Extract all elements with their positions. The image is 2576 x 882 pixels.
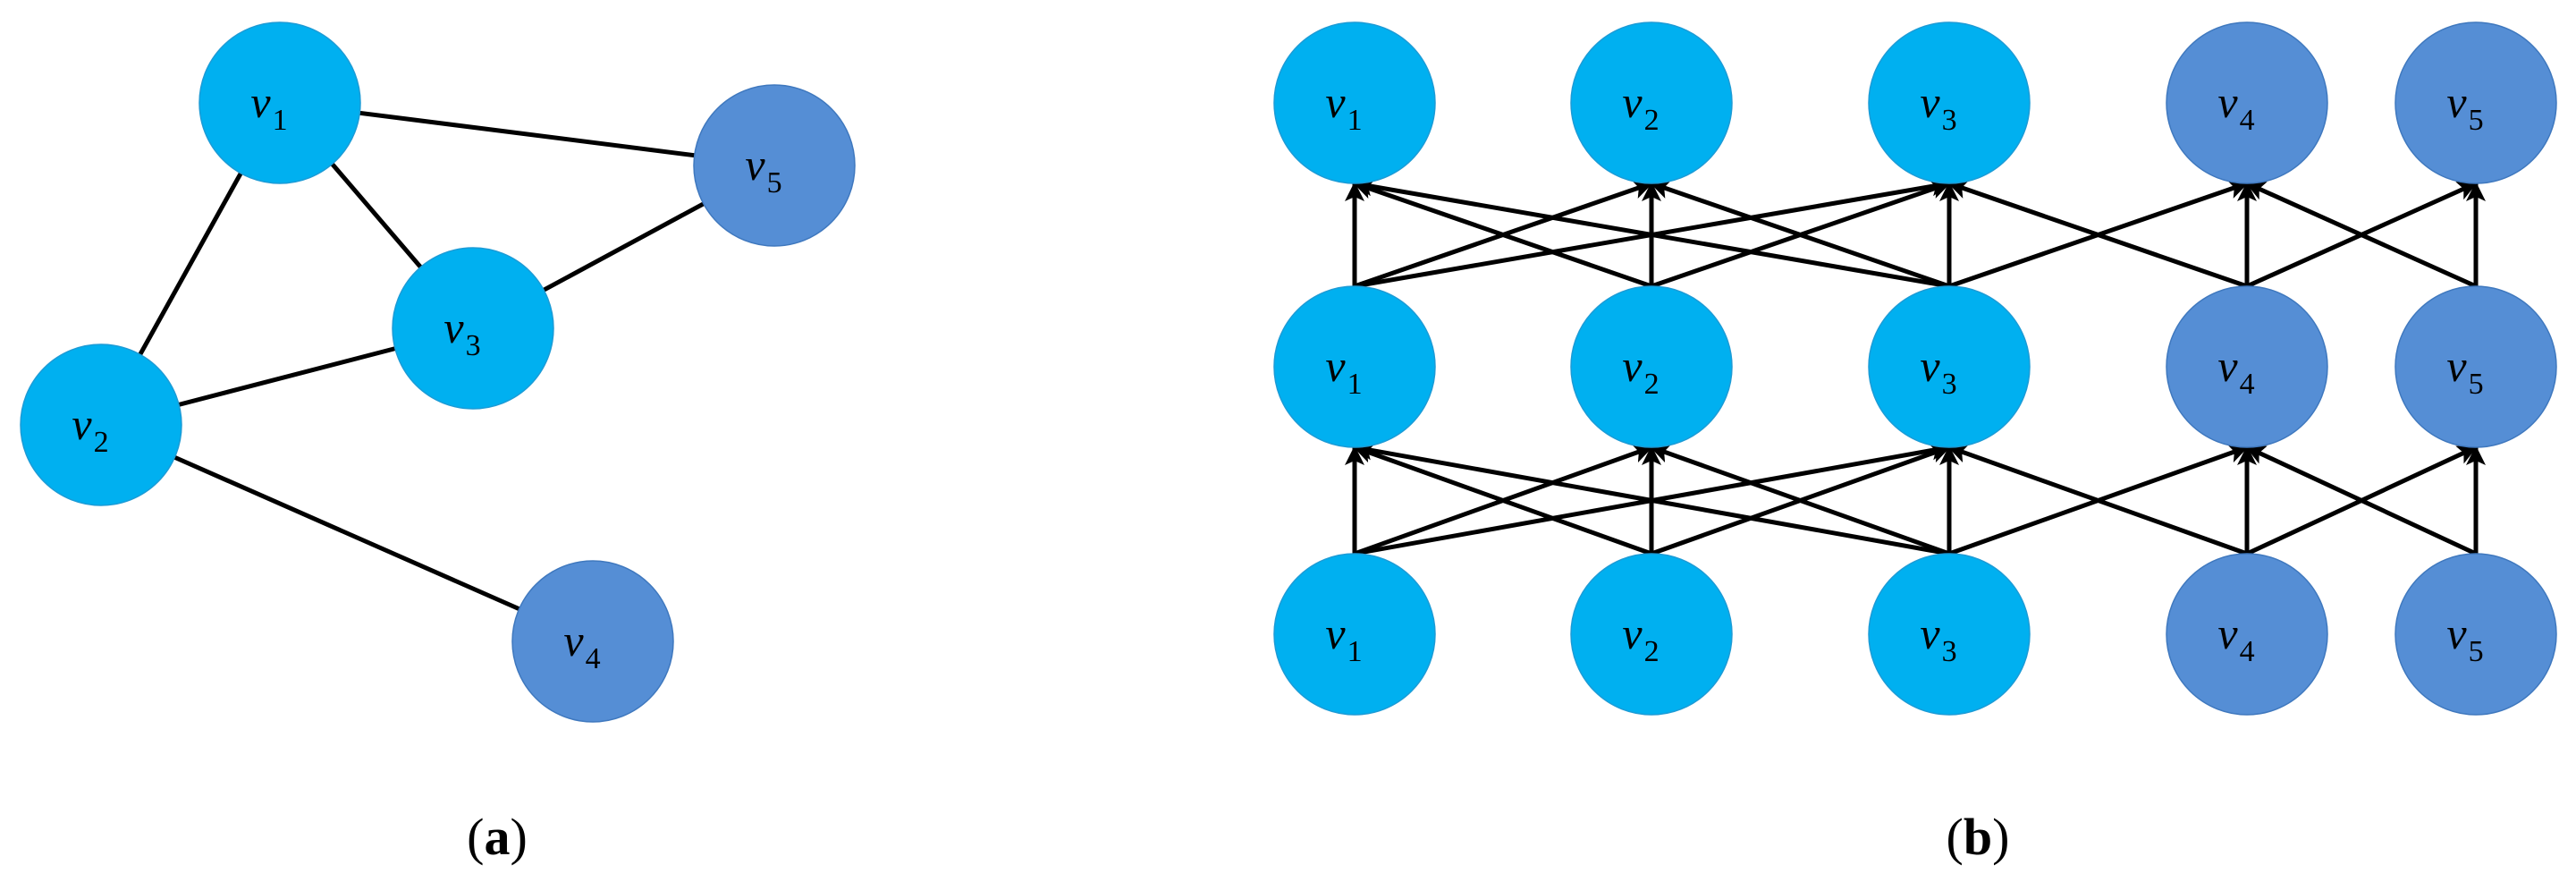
panel-b-layer1-node-circle-v2 <box>1570 285 1733 448</box>
panel-b-arrow-L0-v5-to-v4 <box>2245 445 2478 556</box>
panel-b-layer2-node-v1: v1 <box>1273 21 1436 184</box>
panel-a-graph: v1 v2 v3 v4 v5 (a) <box>20 21 856 866</box>
panel-b-arrow-L0-v2-to-v1 <box>1353 444 1652 556</box>
panel-b-layer0-node-label-v2: v2 <box>1622 608 1659 668</box>
panel-b-layer0-node-v3: v3 <box>1868 553 2031 716</box>
panel-b-layer2-node-v3: v3 <box>1868 21 2031 184</box>
panel-b-layer1-node-v1: v1 <box>1273 285 1436 448</box>
panel-a-node-circle-v3 <box>392 247 554 410</box>
panel-b-layer0-node-circle-v2 <box>1570 553 1733 716</box>
panel-b-layer1-node-v2: v2 <box>1570 285 1733 448</box>
panel-b-arrow-L1-v3-to-v1 <box>1353 176 1950 289</box>
panel-a-node-label-v4: v4 <box>563 615 600 675</box>
panel-a-node-circle-v2 <box>20 343 182 506</box>
panel-b-layer0-node-label-v3: v3 <box>1920 608 1956 668</box>
panel-a-node-v3: v3 <box>392 247 554 410</box>
panel-a-edge-v3-v5 <box>543 201 705 293</box>
panel-b-layer0-node-v2: v2 <box>1570 553 1733 716</box>
panel-a-node-circle-v5 <box>693 84 856 247</box>
panel-b-arrow-L1-v3-to-v2 <box>1650 180 1950 289</box>
panel-b-layered-graph: v1 v2 v3 v4 v5 v1 v2 v3 v4 v5 v1 v2 v3 v4 v5 (b) <box>1273 21 2557 866</box>
panel-a-edge-v1-v2 <box>138 172 243 356</box>
panel-b-layer1-node-circle-v5 <box>2394 285 2557 448</box>
panel-a-node-v5: v5 <box>693 84 856 247</box>
panel-b-arrow-L1-v2-to-v1 <box>1353 180 1652 289</box>
panel-b-layer2-node-circle-v4 <box>2166 21 2328 184</box>
panel-a-edges <box>138 110 705 612</box>
panel-b-layer1-node-label-v3: v3 <box>1920 341 1956 401</box>
panel-b-arrow-L1-v4-to-v3 <box>1947 180 2248 289</box>
panel-b-layer0-node-circle-v1 <box>1273 553 1436 716</box>
panel-b-edges <box>1345 176 2486 556</box>
panel-b-layer1-node-v4: v4 <box>2166 285 2328 448</box>
panel-b-layer2-node-circle-v2 <box>1570 21 1733 184</box>
panel-a-node-label-v3: v3 <box>443 302 480 362</box>
panel-b-layer2-node-circle-v1 <box>1273 21 1436 184</box>
panel-a-node-circle-v1 <box>198 21 361 184</box>
panel-a-node-v4: v4 <box>511 560 674 723</box>
panel-b-layer1-node-circle-v3 <box>1868 285 2031 448</box>
panel-b-layer2-node-v4: v4 <box>2166 21 2328 184</box>
panel-b-layer0-node-v5: v5 <box>2394 553 2557 716</box>
panel-b-arrow-L1-v5-to-v4 <box>2245 181 2478 289</box>
panel-a-edge-v2-v4 <box>173 454 520 612</box>
panel-b-layer2-node-v2: v2 <box>1570 21 1733 184</box>
panel-b-layer1-node-v3: v3 <box>1868 285 2031 448</box>
panel-b-arrow-L0-v4-to-v3 <box>1947 444 2248 556</box>
panel-a-edge-v1-v5 <box>359 110 696 158</box>
panel-a-node-circle-v4 <box>511 560 674 723</box>
panel-b-layer0-node-circle-v3 <box>1868 553 2031 716</box>
panel-a-edge-v1-v3 <box>330 162 423 269</box>
panel-b-layer2-node-label-v1: v1 <box>1325 77 1362 137</box>
panel-b-layer0-node-label-v1: v1 <box>1325 608 1362 668</box>
panel-b-nodes: v1 v2 v3 v4 v5 v1 v2 v3 v4 v5 v1 v2 v3 v4 v5 <box>1273 21 2557 716</box>
panel-b-layer0-node-circle-v4 <box>2166 553 2328 716</box>
panel-b-layer1-node-label-v4: v4 <box>2217 341 2254 401</box>
panel-b-layer0-node-v4: v4 <box>2166 553 2328 716</box>
panel-b-layer2-node-label-v3: v3 <box>1920 77 1956 137</box>
panel-b-layer1-node-label-v5: v5 <box>2446 341 2483 401</box>
panel-b-layer1-node-label-v1: v1 <box>1325 341 1362 401</box>
panel-a-node-v1: v1 <box>198 21 361 184</box>
panel-a-node-v2: v2 <box>20 343 182 506</box>
panel-b-layer0-node-circle-v5 <box>2394 553 2557 716</box>
panel-b-layer1-node-label-v2: v2 <box>1622 341 1659 401</box>
panel-a-label: (a) <box>467 808 528 866</box>
panel-b-layer1-node-circle-v1 <box>1273 285 1436 448</box>
panel-b-layer1-node-circle-v4 <box>2166 285 2328 448</box>
panel-b-layer2-node-label-v2: v2 <box>1622 77 1659 137</box>
panel-b-arrow-L0-v3-to-v2 <box>1650 444 1950 556</box>
panel-b-layer2-node-circle-v3 <box>1868 21 2031 184</box>
panel-b-layer2-node-v5: v5 <box>2394 21 2557 184</box>
panel-b-layer1-node-v5: v5 <box>2394 285 2557 448</box>
panel-b-label: (b) <box>1947 808 2010 866</box>
panel-b-arrow-L0-v3-to-v1 <box>1353 440 1950 556</box>
panel-b-layer0-node-v1: v1 <box>1273 553 1436 716</box>
panel-a-node-label-v1: v1 <box>250 77 287 137</box>
panel-a-nodes: v1 v2 v3 v4 v5 <box>20 21 856 723</box>
panel-b-layer0-node-label-v4: v4 <box>2217 608 2254 668</box>
panel-a-edge-v2-v3 <box>178 346 396 407</box>
panel-b-layer2-node-label-v4: v4 <box>2217 77 2254 137</box>
panel-b-layer2-node-label-v5: v5 <box>2446 77 2483 137</box>
panel-b-layer0-node-label-v5: v5 <box>2446 608 2483 668</box>
panel-a-node-label-v5: v5 <box>745 140 781 199</box>
panel-a-node-label-v2: v2 <box>72 399 108 459</box>
panel-b-layer2-node-circle-v5 <box>2394 21 2557 184</box>
